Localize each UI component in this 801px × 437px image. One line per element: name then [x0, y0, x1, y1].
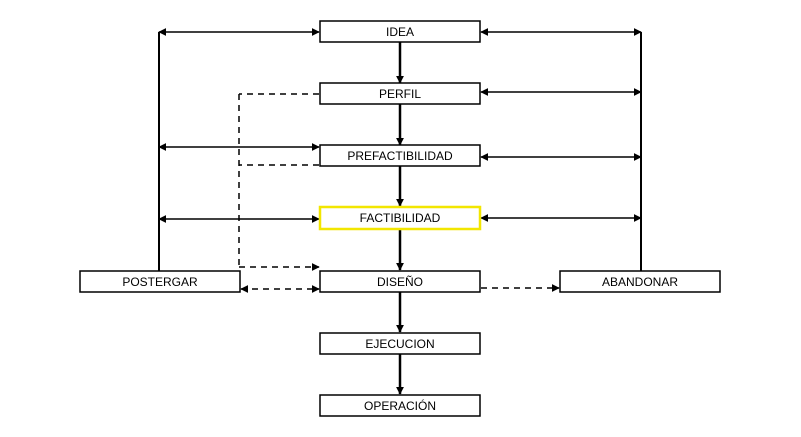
box-prefactibilidad-label: PREFACTIBILIDAD — [347, 149, 453, 163]
box-prefactibilidad: PREFACTIBILIDAD — [319, 144, 481, 167]
box-perfil-label: PERFIL — [379, 87, 421, 101]
box-postergar: POSTERGAR — [79, 270, 241, 293]
box-perfil: PERFIL — [319, 82, 481, 105]
box-operacion: OPERACIÓN — [319, 394, 481, 417]
box-postergar-label: POSTERGAR — [122, 275, 198, 289]
box-factibilidad: FACTIBILIDAD — [318, 205, 482, 231]
box-ejecucion: EJECUCION — [319, 332, 481, 355]
box-abandonar: ABANDONAR — [559, 270, 721, 293]
box-idea: IDEA — [319, 20, 481, 43]
box-diseno: DISEÑO — [319, 270, 481, 293]
box-diseno-label: DISEÑO — [377, 275, 423, 289]
box-abandonar-label: ABANDONAR — [602, 275, 678, 289]
box-idea-label: IDEA — [386, 25, 414, 39]
box-operacion-label: OPERACIÓN — [364, 398, 436, 413]
box-ejecucion-label: EJECUCION — [365, 337, 434, 351]
box-factibilidad-label: FACTIBILIDAD — [360, 211, 441, 225]
